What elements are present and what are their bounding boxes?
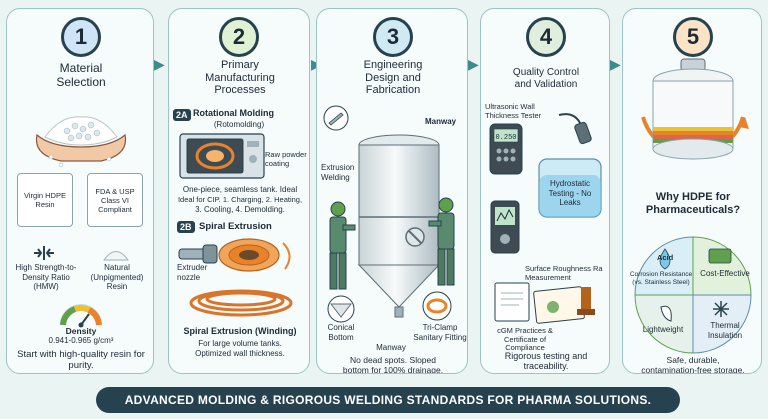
gauge-reading-text: 0.250 xyxy=(495,134,516,142)
compress-arrows-icon xyxy=(34,246,54,260)
tag-2b: 2B xyxy=(177,221,195,233)
benefits-wheel xyxy=(634,236,752,354)
triclamp-label: Tri-Clamp Sanitary Fitting xyxy=(413,323,467,342)
density-gauge-icon xyxy=(60,304,102,328)
hydrostatic-beaker-icon xyxy=(538,158,602,218)
tank-illustration xyxy=(357,134,441,318)
step-badge-1: 1 xyxy=(61,17,101,57)
certificate-icon xyxy=(494,282,595,324)
step-1-caption: Start with high-quality resin for purity… xyxy=(17,349,145,371)
conical-bottom-icon xyxy=(327,295,355,323)
lightweight-label: Lightweight xyxy=(642,325,684,334)
manway-bottom-label: Manway xyxy=(376,343,406,352)
flow-arrow-3: ▶ xyxy=(468,56,479,72)
step-5-caption: Safe, durable,contamination-free storage… xyxy=(641,355,745,374)
step-badge-2: 2 xyxy=(219,17,259,57)
card-virgin-hdpe: Virgin HDPE Resin xyxy=(17,173,73,227)
step-badge-3: 3 xyxy=(373,17,413,57)
ultrasonic-label: Ultrasonic Wall Thickness Tester xyxy=(485,102,542,120)
roughness-label: Surface Roughness Ra Measurement xyxy=(525,264,603,282)
hdpe-tank-illustration xyxy=(641,58,749,160)
corrosion-label: Corrosion Resistance (vs. Stainless Stee… xyxy=(629,271,693,286)
worker-left-illustration xyxy=(329,201,356,290)
worker-right-illustration xyxy=(428,197,455,286)
rot-desc-1: One-piece, seamless tank. Ideal xyxy=(182,185,298,194)
flow-arrow-1: ▶ xyxy=(154,56,165,72)
density-label: Density xyxy=(65,326,97,336)
winding-desc-1: For large volume tanks. xyxy=(198,339,282,348)
extrusion-welding-label: Extrusion Welding xyxy=(321,163,355,182)
hydrostatic-label: Hydrostatic Testing - No Leaks xyxy=(548,179,592,207)
triclamp-fitting-icon xyxy=(422,291,452,321)
rot-desc-3: 3. Cooling, 4. Demolding. xyxy=(195,205,285,214)
probe-icon xyxy=(558,113,592,145)
strength-ratio-text: High Strength-to-Density Ratio (HMW) xyxy=(15,263,77,291)
rot-desc-2: Ideal for CIP. 1. Charging, 2. Heating, xyxy=(177,195,303,204)
natural-resin-text: Natural (Unpigmented) Resin xyxy=(90,263,144,291)
footer-banner: ADVANCED MOLDING & RIGOROUS WELDING STAN… xyxy=(96,387,680,413)
card-fda-usp: FDA & USP Class VI Compliant xyxy=(87,173,143,227)
spiral-extrusion-illustration xyxy=(178,238,293,317)
rotational-molding-title: Rotational Molding xyxy=(193,108,274,118)
density-value: 0.941-0.965 g/cm³ xyxy=(48,336,114,345)
acid-label: Acid xyxy=(657,253,674,262)
extruder-nozzle-label: Extruder nozzle xyxy=(177,263,208,282)
manway-top-label: Manway xyxy=(425,117,457,126)
step-badge-4: 4 xyxy=(526,17,566,57)
raw-powder-label: Raw powder coating xyxy=(265,150,307,168)
cgm-label: cGM Practices & Certificate of Complianc… xyxy=(497,326,553,352)
thermal-label: Thermal Insulation xyxy=(707,321,743,340)
tag-2a: 2A xyxy=(173,109,191,121)
conical-bottom-label: Conical Bottom xyxy=(327,323,355,342)
roughness-tester-icon xyxy=(490,200,520,254)
step-badge-5: 5 xyxy=(673,17,713,57)
winding-desc-2: Optimized wall thickness. xyxy=(195,349,285,358)
flow-arrow-4: ▶ xyxy=(610,56,621,72)
winding-title: Spiral Extrusion (Winding) xyxy=(183,326,297,336)
spiral-extrusion-title: Spiral Extrusion xyxy=(199,221,272,232)
rotomolding-oven-illustration xyxy=(179,133,265,179)
resin-pile-icon xyxy=(103,251,129,261)
hands-resin-illustration xyxy=(35,116,127,168)
rotational-molding-sub: (Rotomolding) xyxy=(213,120,265,129)
cost-effective-label: Cost-Effective xyxy=(700,269,750,278)
thickness-tester-icon: 0.250 xyxy=(489,123,523,175)
welding-gun-icon xyxy=(323,105,349,131)
